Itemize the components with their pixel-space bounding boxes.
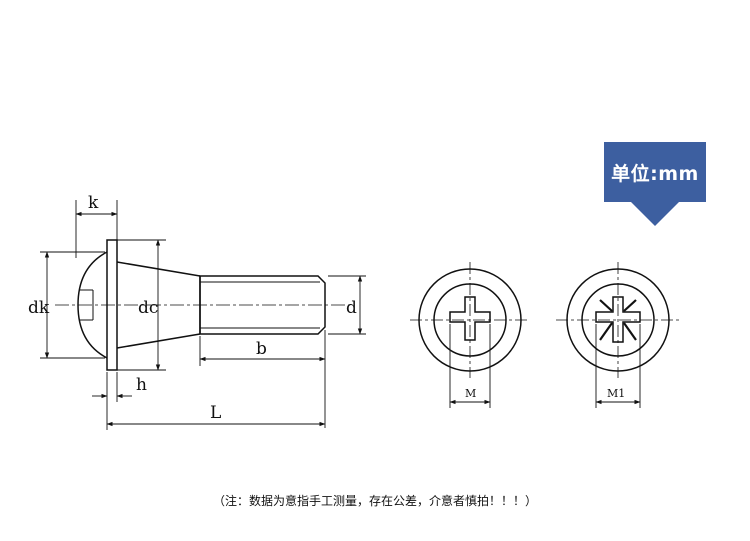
label-L: L <box>210 403 221 423</box>
dim-M <box>449 324 491 408</box>
label-b: b <box>256 339 267 359</box>
measurement-note: （注：数据为意指手工测量，存在公差，介意者慎拍！！！） <box>212 494 537 508</box>
label-M: M <box>465 387 476 400</box>
label-k: k <box>88 193 99 213</box>
dim-dk <box>40 251 105 359</box>
dim-d <box>328 275 366 335</box>
cross-recess <box>449 296 491 341</box>
label-h: h <box>136 375 147 395</box>
dim-h <box>92 372 132 430</box>
unit-badge-pointer <box>631 202 679 226</box>
cross-recess <box>595 296 641 343</box>
dim-M1 <box>595 324 641 408</box>
dim-dc <box>117 239 166 371</box>
label-dc: dc <box>138 298 158 318</box>
label-M1: M1 <box>607 387 625 400</box>
label-dk: dk <box>28 298 50 318</box>
unit-badge: 单位:mm <box>604 142 706 202</box>
neck-top <box>116 261 201 277</box>
label-d: d <box>346 298 357 318</box>
dim-b <box>199 330 326 428</box>
neck-bottom <box>116 333 201 349</box>
dim-k <box>75 200 118 258</box>
pozidriv-ticks <box>599 299 637 341</box>
